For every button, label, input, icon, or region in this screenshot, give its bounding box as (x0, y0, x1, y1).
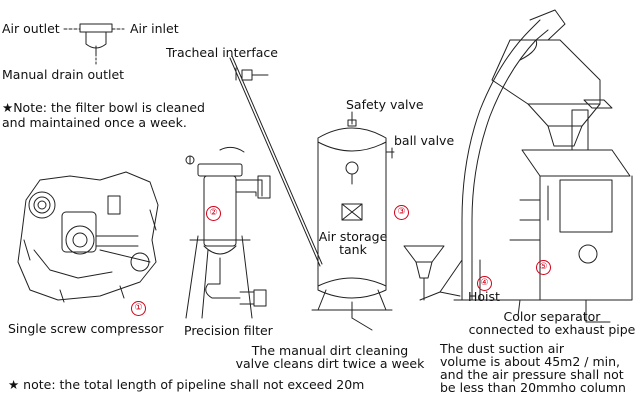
dust-suction-line-1: The dust suction air (440, 341, 564, 356)
air-storage-tank-line-1: Air storage (318, 229, 388, 244)
hoist-drawing (403, 9, 566, 301)
marker-3: ③ (394, 205, 409, 220)
tracheal-interface-drawing (229, 55, 323, 267)
small-filter-drawing (63, 23, 125, 67)
air-outlet-label: Air outlet (2, 21, 60, 36)
marker-4: ④ (477, 276, 492, 291)
marker-5: ⑤ (536, 260, 551, 275)
single-screw-compressor-label: Single screw compressor (8, 321, 164, 336)
color-separator-label: Color separator connected to exhaust pip… (466, 310, 638, 336)
filter-bowl-note: ★Note: the filter bowl is cleaned and ma… (2, 100, 205, 130)
hoist-label: Hoist (468, 289, 500, 304)
air-storage-tank-line-2: tank (339, 242, 367, 257)
color-separator-line-1: Color separator (503, 309, 601, 324)
air-storage-tank-label: Air storage tank (316, 230, 390, 256)
dust-suction-label: The dust suction air volume is about 45m… (440, 342, 638, 394)
dust-suction-line-3: and the air pressure shall not (440, 367, 624, 382)
compressor-drawing (17, 171, 159, 303)
marker-1: ① (131, 301, 146, 316)
filter-bowl-note-line-1: ★Note: the filter bowl is cleaned (2, 100, 205, 115)
ball-valve-label: ball valve (394, 133, 455, 148)
air-tank-drawing (311, 111, 395, 331)
manual-dirt-cleaning-line-2: valve cleans dirt twice a week (235, 356, 425, 371)
tracheal-interface-label: Tracheal interface (166, 45, 278, 60)
pipeline-length-note: ★ note: the total length of pipeline sha… (8, 377, 365, 392)
manual-dirt-cleaning-label: The manual dirt cleaning valve cleans di… (232, 344, 428, 370)
dust-suction-line-2: volume is about 45m2 / min, (440, 354, 621, 369)
color-separator-line-2: connected to exhaust pipe (468, 322, 636, 337)
safety-valve-label: Safety valve (346, 97, 424, 112)
color-separator-drawing (479, 39, 633, 323)
manual-drain-outlet-label: Manual drain outlet (2, 67, 125, 82)
manual-dirt-cleaning-line-1: The manual dirt cleaning (251, 343, 409, 358)
precision-filter-drawing (185, 146, 271, 319)
air-inlet-label: Air inlet (130, 21, 179, 36)
dust-suction-line-4: be less than 20mmho column (440, 380, 626, 395)
precision-filter-label: Precision filter (184, 323, 273, 338)
filter-bowl-note-line-2: and maintained once a week. (2, 115, 187, 130)
marker-2: ② (206, 206, 221, 221)
